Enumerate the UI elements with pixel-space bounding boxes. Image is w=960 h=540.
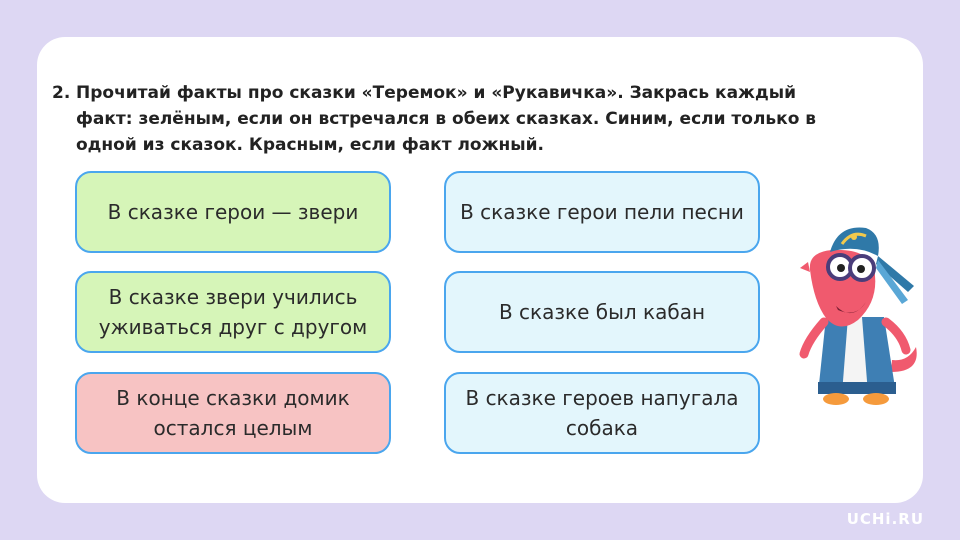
dragon-mascot-icon xyxy=(799,227,917,405)
task-instruction: 2. Прочитай факты про сказки «Теремок» и… xyxy=(52,80,832,158)
fact-card-3[interactable]: В сказке звери учились уживаться друг с … xyxy=(75,271,391,353)
fact-card-5[interactable]: В конце сказки домик остался целым xyxy=(75,372,391,454)
fact-text: В сказке был кабан xyxy=(498,300,706,324)
task-number: 2. xyxy=(52,83,71,103)
task-text: Прочитай факты про сказки «Теремок» и «Р… xyxy=(76,83,817,155)
fact-card-4[interactable]: В сказке был кабан xyxy=(444,271,760,353)
fact-text: В сказке герои — звери xyxy=(107,200,359,224)
fact-text: В сказке героев напугала собака xyxy=(465,386,739,440)
fact-text: В сказке звери учились уживаться друг с … xyxy=(98,285,368,339)
fact-card-1[interactable]: В сказке герои — звери xyxy=(75,171,391,253)
brand-logo: UCHi.RU xyxy=(846,510,924,528)
fact-text: В конце сказки домик остался целым xyxy=(116,386,350,440)
fact-card-2[interactable]: В сказке герои пели песни xyxy=(444,171,760,253)
fact-card-6[interactable]: В сказке героев напугала собака xyxy=(444,372,760,454)
fact-text: В сказке герои пели песни xyxy=(460,200,744,224)
